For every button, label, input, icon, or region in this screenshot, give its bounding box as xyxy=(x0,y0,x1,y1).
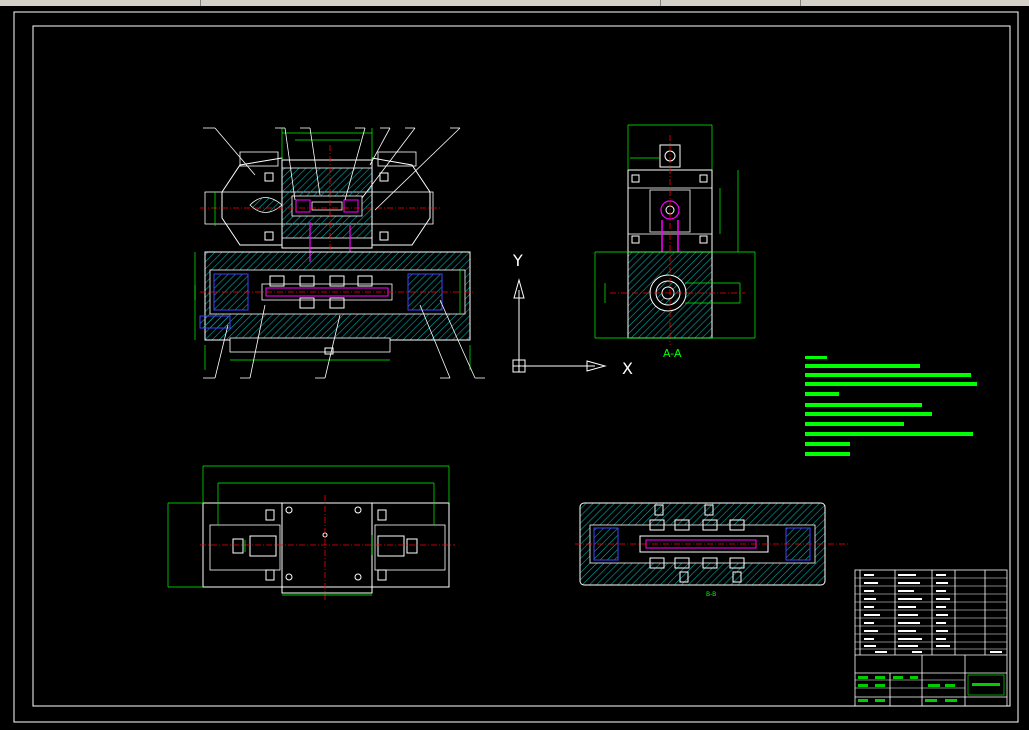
window-title-bar xyxy=(0,0,1029,6)
section-b-b-view xyxy=(575,502,850,586)
title-bar-segment xyxy=(660,0,801,6)
title-block-rows xyxy=(855,577,1007,689)
technical-notes xyxy=(805,356,977,456)
title-block-green-fields xyxy=(858,674,1005,702)
sheet-inner-border xyxy=(32,25,1011,707)
top-view xyxy=(167,465,455,600)
title-block xyxy=(854,569,1008,707)
section-a-a-label: A-A xyxy=(663,347,682,360)
cad-drawing: Y X xyxy=(13,11,1019,723)
sheet-outer-border xyxy=(13,11,1019,723)
title-bar-segment xyxy=(200,0,661,6)
ucs-axis-icon xyxy=(512,278,607,373)
title-block-text-marks xyxy=(864,574,1002,653)
section-b-b-label: B-B xyxy=(706,591,716,598)
title-bar-segment xyxy=(0,0,201,6)
side-view-a-a xyxy=(594,124,756,345)
axis-y-label: Y xyxy=(512,251,523,270)
front-view xyxy=(194,127,485,379)
axis-x-label: X xyxy=(622,359,633,378)
cad-drawing-canvas[interactable]: Y X xyxy=(0,6,1029,730)
